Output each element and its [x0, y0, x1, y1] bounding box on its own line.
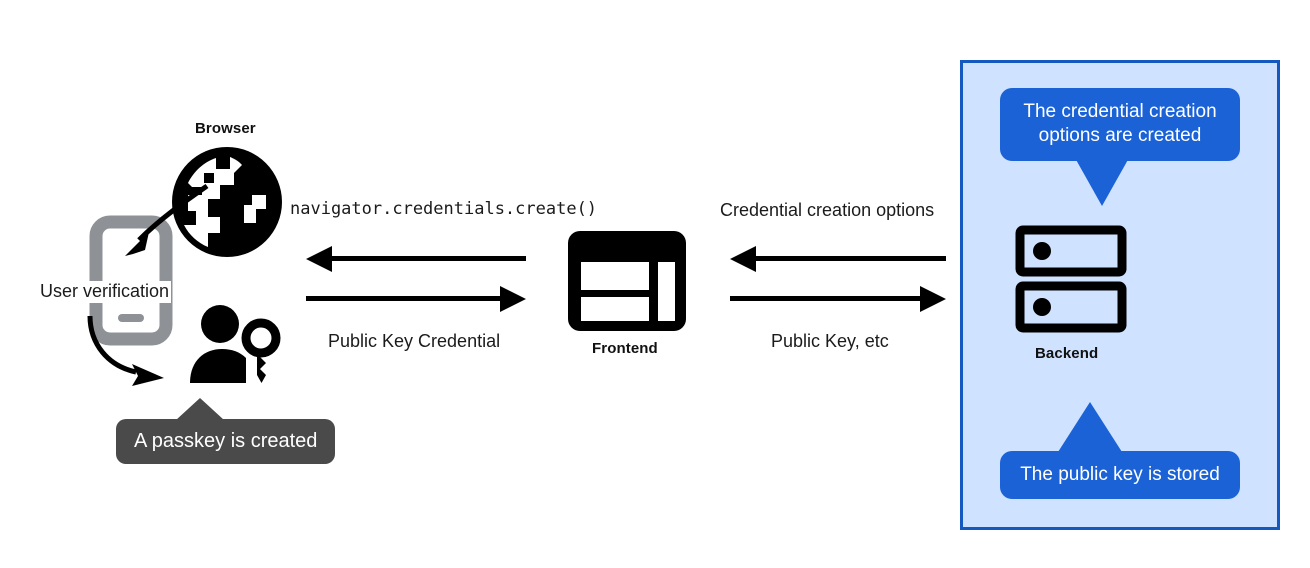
- globe-to-phone-arrow: [95, 178, 215, 273]
- webpage-layout-icon: [568, 231, 686, 331]
- browser-frontend-top-arrow: [306, 246, 526, 272]
- mobile-phone-icon: [89, 215, 173, 346]
- frontend-backend-top-arrow: [730, 246, 946, 272]
- user-verification-label: User verification: [38, 281, 172, 303]
- browser-frontend-bottom-label: Public Key Credential: [328, 331, 501, 351]
- browser-frontend-top-label: navigator.credentials.create(): [290, 199, 598, 219]
- browser-frontend-bottom-arrow: [306, 286, 526, 312]
- globe-icon: [168, 143, 286, 261]
- browser-label: Browser: [195, 120, 256, 137]
- backend-label: Backend: [1035, 345, 1099, 362]
- backend-top-callout-tail: [1070, 149, 1134, 206]
- frontend-backend-bottom-arrow: [730, 286, 946, 312]
- frontend-label: Frontend: [592, 340, 658, 357]
- server-rack-icon: [1015, 225, 1127, 334]
- backend-top-callout: The credential creation options are crea…: [1000, 88, 1240, 206]
- backend-top-callout-text: The credential creation options are crea…: [1000, 88, 1240, 161]
- phone-to-user-arrow: [78, 310, 198, 392]
- backend-bottom-callout-text: The public key is stored: [1000, 451, 1240, 500]
- passkey-callout: A passkey is created: [116, 398, 336, 464]
- passkey-callout-tail: [176, 398, 224, 420]
- backend-bottom-callout-tail: [1058, 402, 1122, 452]
- user-with-key-icon: [188, 305, 284, 387]
- frontend-backend-bottom-label: Public Key, etc: [771, 331, 889, 351]
- passkey-callout-text: A passkey is created: [116, 419, 336, 464]
- backend-bottom-callout: The public key is stored: [1000, 402, 1240, 500]
- frontend-backend-top-label: Credential creation options: [720, 200, 935, 220]
